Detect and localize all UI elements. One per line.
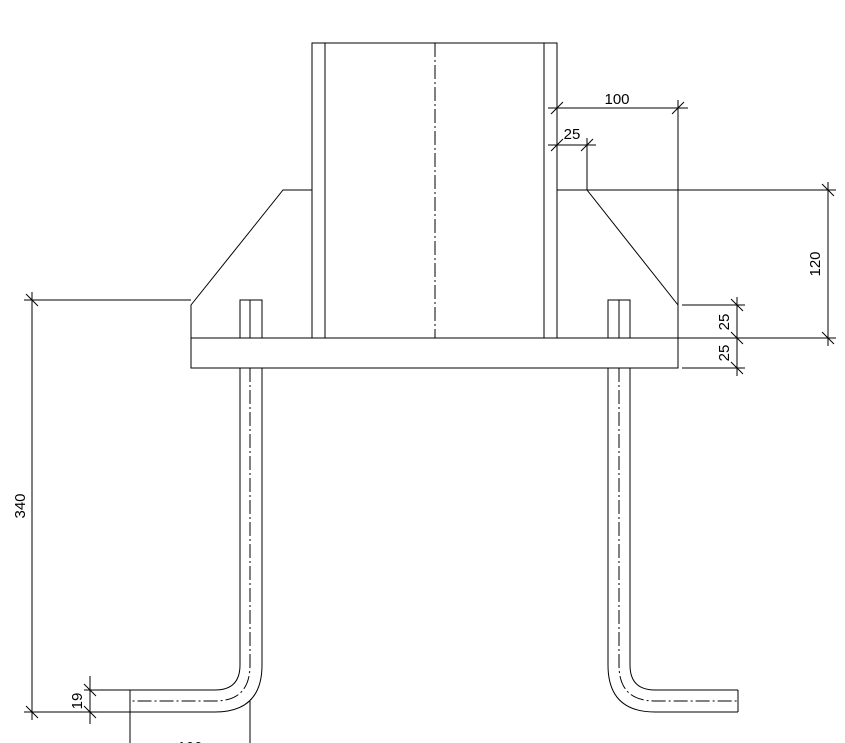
dimension-100-bottom: 100 (129, 701, 251, 743)
dimension-text-120: 120 (807, 251, 824, 276)
dimension-25-plate: 25 25 (682, 297, 745, 376)
anchor-bolt-right (607, 368, 739, 713)
bolt-centerline-left (130, 368, 251, 702)
dimension-120: 120 (587, 182, 836, 346)
dimension-340: 340 (12, 292, 191, 720)
stiffener-left (190, 189, 312, 338)
dimension-19: 19 (69, 676, 130, 724)
dimension-text-100: 100 (604, 91, 629, 108)
base-plate (190, 337, 679, 369)
dimension-25-gap: 25 (548, 126, 596, 190)
nut-right (607, 299, 631, 339)
nut-left (239, 299, 263, 339)
dimension-text-25-upper: 25 (716, 314, 733, 331)
stiffener-right (557, 189, 679, 338)
anchor-bolt-left (129, 368, 263, 713)
dimension-text-25-lower: 25 (716, 345, 733, 362)
bolt-centerline-right (618, 368, 738, 702)
dimension-text-100-bottom: 100 (177, 739, 202, 743)
dimension-text-340: 340 (12, 493, 29, 518)
dimension-text-19: 19 (69, 693, 86, 710)
dimension-text-25-gap: 25 (564, 126, 581, 143)
dimension-100-top: 100 (548, 91, 688, 305)
column (311, 42, 558, 339)
